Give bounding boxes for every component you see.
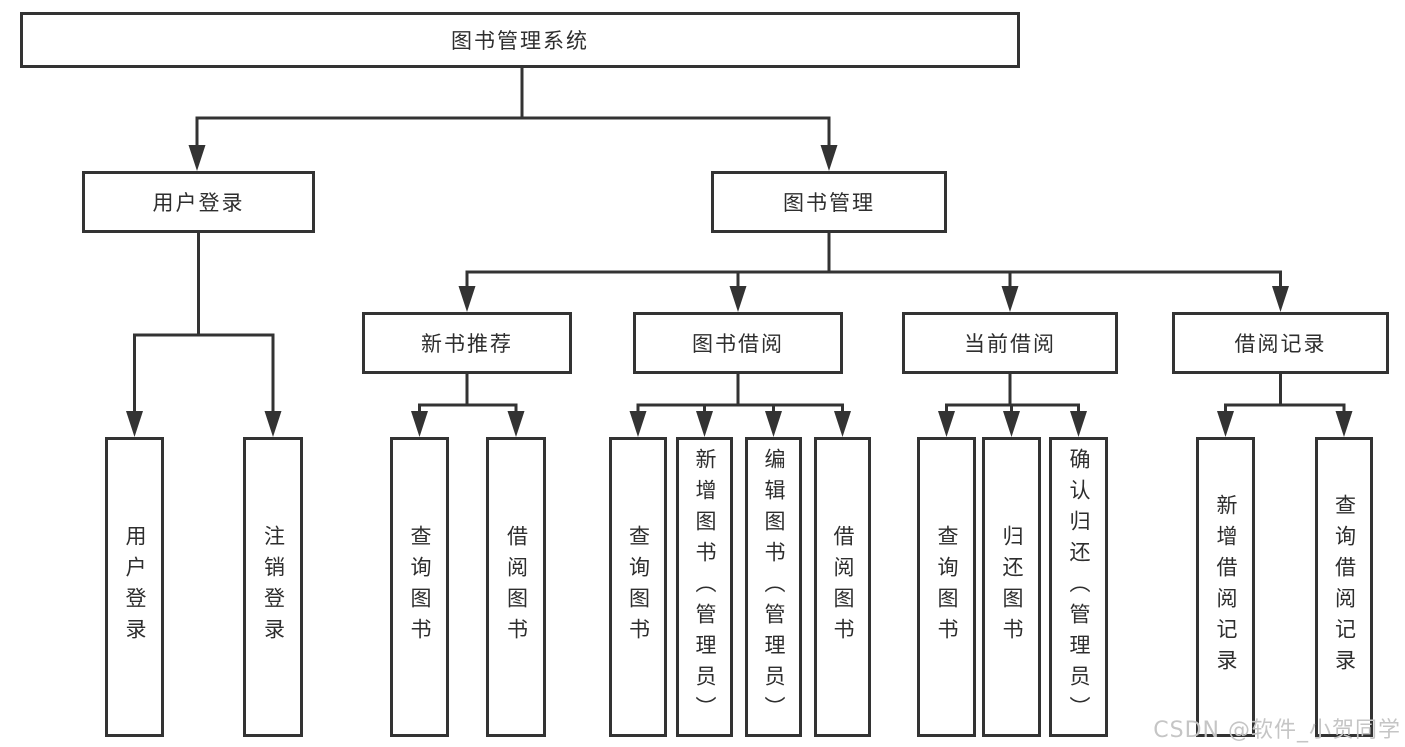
leaf-user-login: 用户登录: [105, 437, 164, 737]
leaf-newrec-query-books: 查询图书: [390, 437, 449, 737]
node-label: 借阅记录: [1234, 332, 1327, 356]
leaf-current-return-books: 归还图书: [982, 437, 1041, 737]
node-label: 归还图书: [1000, 525, 1024, 649]
node-label: 用户登录: [152, 191, 245, 215]
node-label: 借阅图书: [831, 525, 855, 649]
node-book-management: 图书管理: [711, 171, 947, 233]
node-label: 当前借阅: [964, 332, 1056, 356]
leaf-logout: 注销登录: [243, 437, 303, 737]
csdn-watermark: CSDN @软件_小贺同学: [1153, 718, 1401, 743]
leaf-borrowing-query-books: 查询图书: [609, 437, 667, 737]
leaf-records-query-record: 查询借阅记录: [1315, 437, 1373, 737]
leaf-borrowing-add-books-admin: 新增图书（管理员）: [676, 437, 733, 737]
node-library-system: 图书管理系统: [20, 12, 1020, 68]
node-label: 图书借阅: [692, 332, 784, 356]
node-label: 新增图书（管理员）: [693, 447, 717, 727]
node-book-borrowing: 图书借阅: [633, 312, 843, 374]
node-label: 查询图书: [408, 525, 432, 649]
leaf-records-add-record: 新增借阅记录: [1196, 437, 1255, 737]
node-label: 查询图书: [935, 525, 959, 649]
node-label: 查询图书: [626, 525, 651, 649]
arrowhead-markers: [126, 145, 1353, 437]
leaf-borrowing-edit-books-admin: 编辑图书（管理员）: [745, 437, 802, 737]
node-label: 借阅图书: [504, 525, 529, 649]
node-borrow-records: 借阅记录: [1172, 312, 1389, 374]
leaf-current-confirm-return-admin: 确认归还（管理员）: [1049, 437, 1108, 737]
node-label: 确认归还（管理员）: [1067, 447, 1091, 727]
leaf-newrec-borrow-books: 借阅图书: [486, 437, 546, 737]
node-label: 编辑图书（管理员）: [762, 447, 786, 727]
node-label: 图书管理: [783, 191, 875, 215]
node-current-borrowing: 当前借阅: [902, 312, 1118, 374]
node-label: 注销登录: [261, 525, 286, 649]
node-label: 新增借阅记录: [1214, 494, 1238, 680]
node-user-login: 用户登录: [82, 171, 315, 233]
node-label: 查询借阅记录: [1332, 494, 1357, 680]
leaf-borrowing-borrow-books: 借阅图书: [814, 437, 871, 737]
node-label: 用户登录: [123, 525, 147, 649]
leaf-current-query-books: 查询图书: [917, 437, 976, 737]
node-new-book-recommend: 新书推荐: [362, 312, 572, 374]
connector-lines: [133, 64, 1346, 418]
node-label: 图书管理系统: [451, 29, 589, 53]
node-label: 新书推荐: [421, 332, 513, 356]
